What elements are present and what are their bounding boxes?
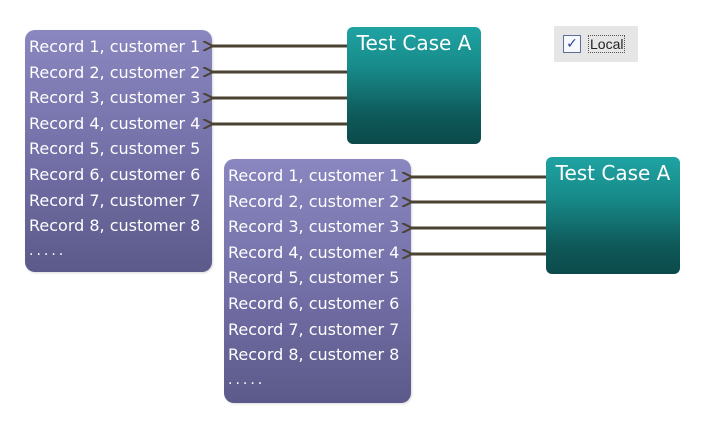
- record-row: Record 1, customer 1: [29, 37, 201, 56]
- record-row: Record 4, customer 4: [228, 242, 400, 262]
- test-case-box-top: Test Case A: [347, 27, 481, 144]
- records-panel-right: Record 1, customer 1 Record 2, customer …: [224, 159, 411, 403]
- checkbox[interactable]: ✓: [563, 35, 581, 53]
- local-checkbox-option[interactable]: ✓ Local: [554, 26, 638, 62]
- record-row: Record 1, customer 1: [228, 166, 400, 185]
- record-row: Record 7, customer 7: [228, 319, 400, 339]
- record-row: Record 6, customer 6: [228, 293, 400, 313]
- record-row: Record 5, customer 5: [29, 139, 201, 159]
- records-ellipsis: .....: [29, 242, 67, 259]
- record-row: Record 3, customer 3: [228, 217, 400, 237]
- record-row: Record 5, customer 5: [228, 268, 400, 288]
- test-case-label: Test Case A: [555, 161, 671, 185]
- test-case-label: Test Case A: [356, 31, 472, 55]
- test-case-box-bottom: Test Case A: [546, 157, 680, 274]
- check-icon: ✓: [566, 36, 578, 52]
- arrows-top: [212, 46, 347, 124]
- records-ellipsis: .....: [228, 371, 266, 388]
- record-row: Record 4, customer 4: [29, 113, 201, 133]
- record-row: Record 6, customer 6: [29, 164, 201, 184]
- records-panel-left: Record 1, customer 1 Record 2, customer …: [25, 30, 212, 272]
- local-label[interactable]: Local: [588, 35, 626, 53]
- record-row: Record 2, customer 2: [228, 191, 400, 211]
- record-row: Record 3, customer 3: [29, 88, 201, 108]
- record-row: Record 7, customer 7: [29, 190, 201, 210]
- record-row: Record 8, customer 8: [29, 216, 201, 236]
- record-row: Record 2, customer 2: [29, 62, 201, 82]
- arrows-bottom: [411, 177, 546, 254]
- record-row: Record 8, customer 8: [228, 345, 400, 365]
